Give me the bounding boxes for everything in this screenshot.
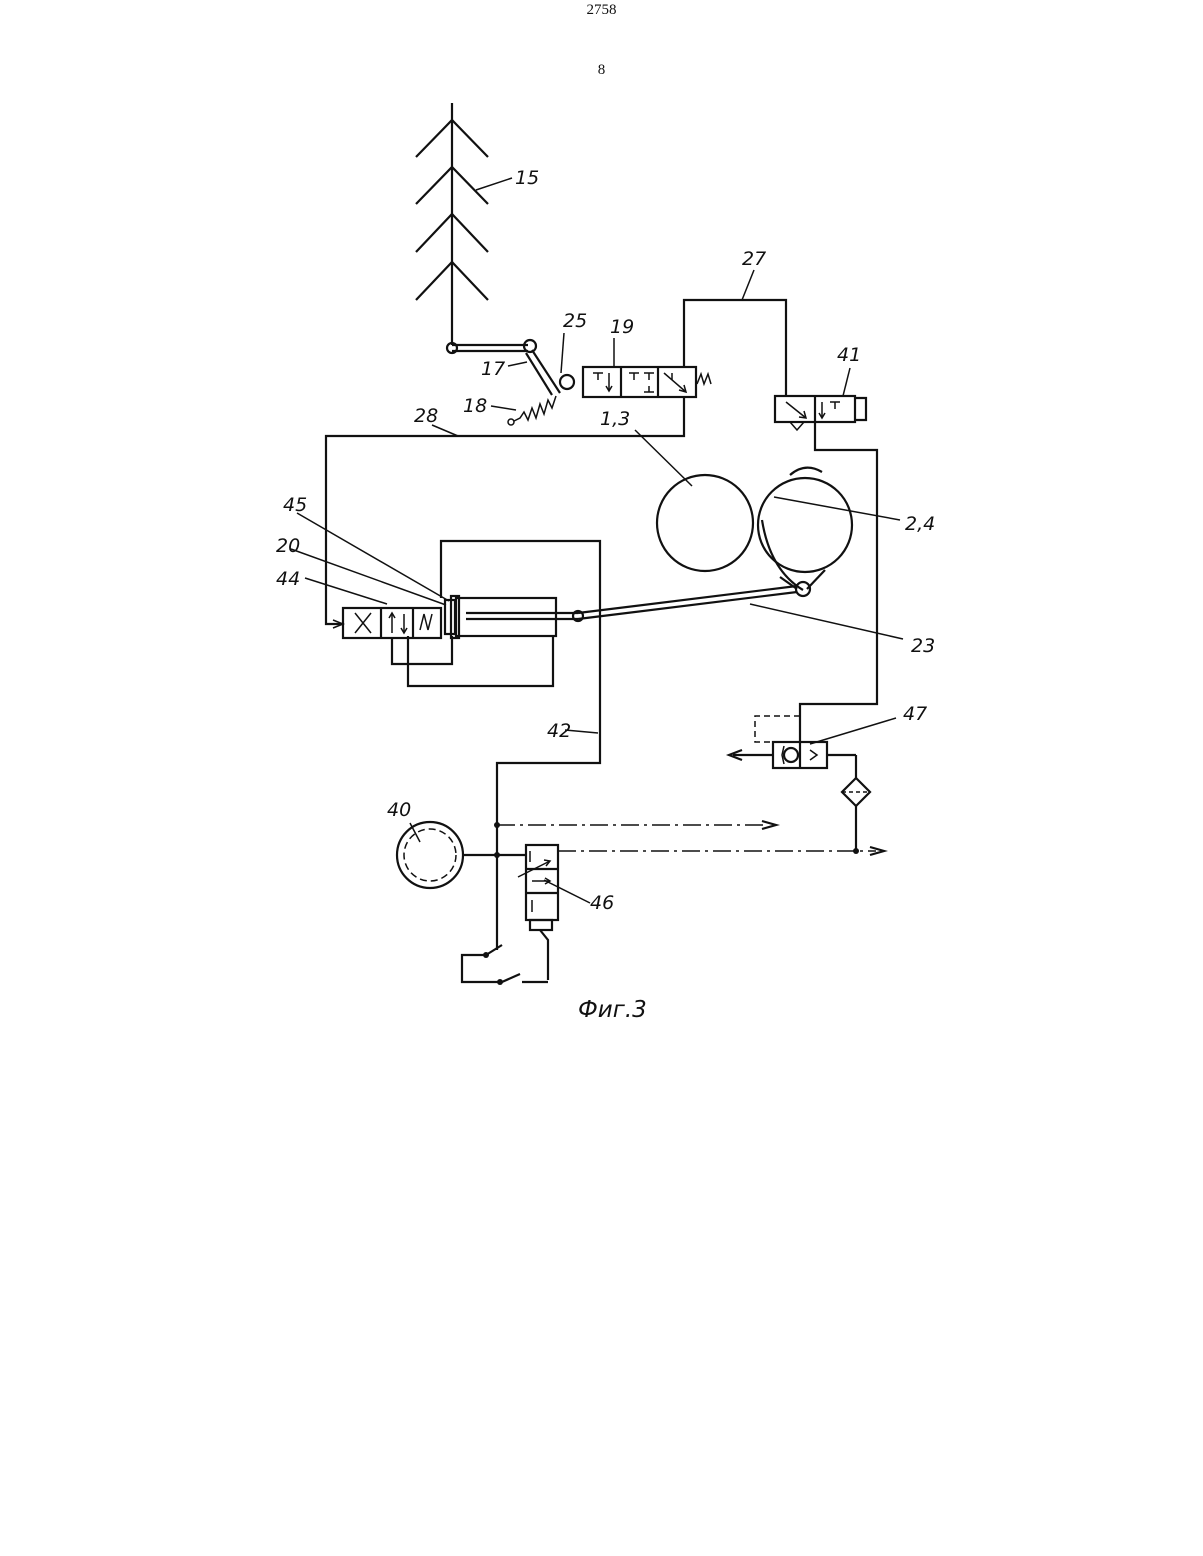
switch-circuit — [462, 940, 548, 985]
label-23: 23 — [911, 635, 935, 657]
valve-19 — [583, 367, 711, 397]
valve-41 — [775, 396, 866, 430]
label-41: 41 — [837, 344, 861, 366]
valve-44 — [333, 608, 452, 664]
label-1-3: 1,3 — [600, 408, 630, 430]
source-40 — [397, 822, 526, 888]
roller-25 — [560, 375, 574, 389]
tree-element-15 — [416, 103, 488, 345]
label-25: 25 — [563, 310, 587, 332]
label-46: 46 — [590, 892, 614, 914]
figure-caption: Фиг.3 — [578, 997, 647, 1023]
drum-1-3 — [657, 475, 753, 571]
label-18: 18 — [463, 395, 487, 417]
label-20: 20 — [276, 535, 300, 557]
rod-23 — [573, 586, 797, 621]
label-45: 45 — [283, 494, 307, 516]
line-41-47 — [800, 422, 877, 742]
label-27: 27 — [742, 248, 766, 270]
label-42: 42 — [547, 720, 571, 742]
label-17: 17 — [481, 358, 505, 380]
cam-drum-2-4 — [758, 468, 852, 596]
label-19: 19 — [610, 316, 634, 338]
label-28: 28 — [414, 405, 438, 427]
label-44: 44 — [276, 568, 300, 590]
label-40: 40 — [387, 799, 411, 821]
label-15: 15 — [515, 167, 539, 189]
label-2-4: 2,4 — [905, 513, 935, 535]
line-28 — [326, 397, 684, 624]
label-47: 47 — [903, 703, 927, 725]
valve-46 — [518, 845, 558, 980]
line-27 — [684, 300, 786, 396]
